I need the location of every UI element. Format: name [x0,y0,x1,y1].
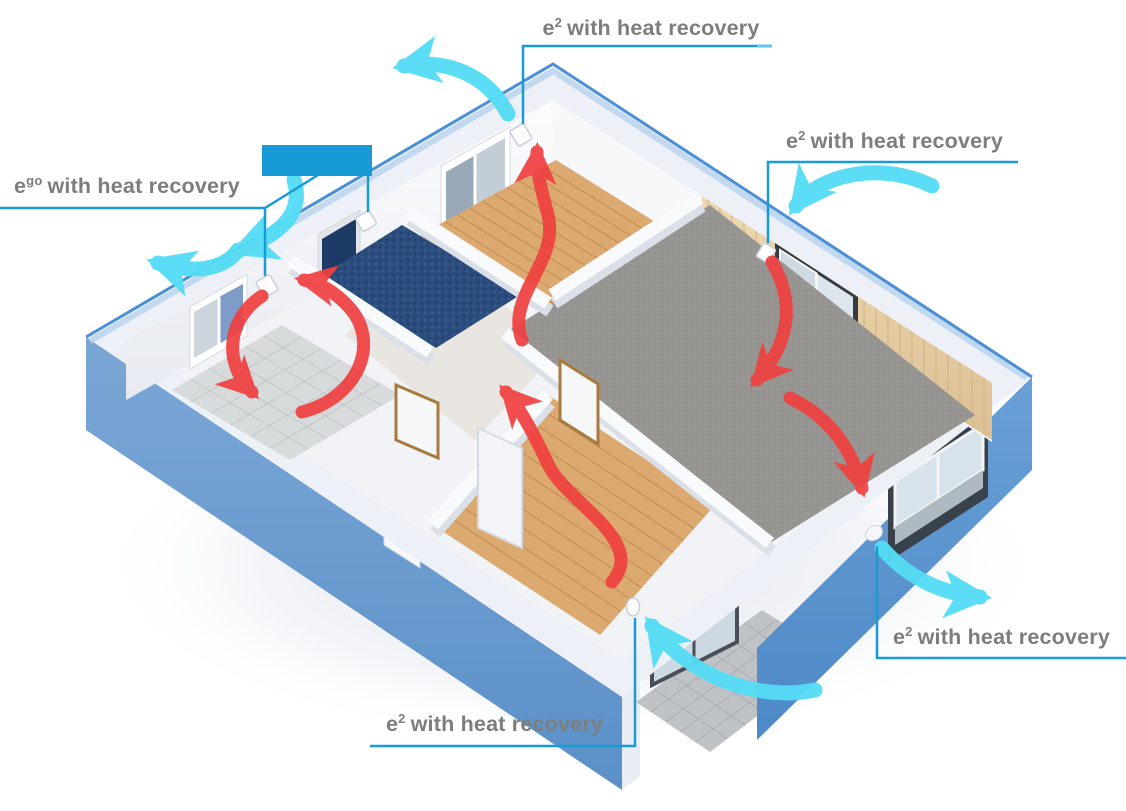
right-sliding-window [888,413,988,562]
arrow-living-from-unit [750,255,794,388]
interior-doors [394,357,600,550]
arrow-bathroom-loop-left [214,289,269,400]
arrow-exhaust-bathroom [146,242,246,297]
vent-wc [355,210,377,232]
connector-top [521,44,772,124]
arrow-exhaust-living [874,540,992,619]
connector-bottom-center [370,618,637,748]
wc-floor [318,225,520,348]
arrow-frontbed-to-hall [499,384,628,589]
callout-connectors [0,44,1126,748]
arrow-bathroom-loop-right [294,265,371,419]
bathroom-window [189,273,248,370]
vent-living-room-exterior [865,524,883,542]
left-exterior-wall [86,337,622,790]
callout-box [262,145,372,176]
arrow-intake-frontbed [644,616,823,701]
connector-left [0,173,370,276]
vent-front-bedroom-exterior [625,597,641,617]
arrow-hall-to-bedroom [512,142,557,347]
arrow-exhaust-back-bedroom [392,35,516,122]
front-corner-return [622,684,640,790]
connector-right [766,160,1018,243]
wall-living-hall [500,327,775,549]
bathroom-door [394,382,440,461]
hall-door [558,357,600,447]
arrow-living-to-exterior [783,391,875,498]
sliding-door [477,426,523,550]
connector-bottom-right [875,546,1126,660]
warm-air-arrows [214,142,875,589]
arrow-intake-living [788,162,940,216]
wall-bedroom-living [548,192,704,301]
